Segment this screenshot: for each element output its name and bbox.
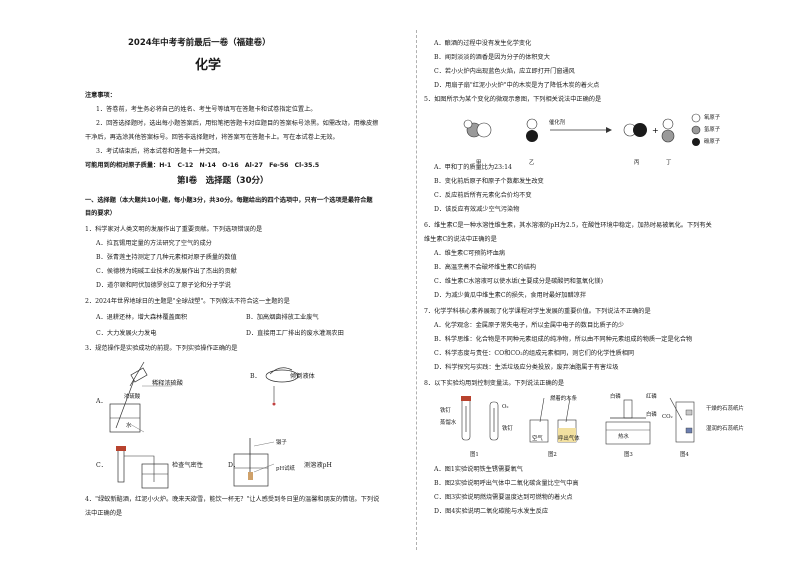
question-stem: 4．"绿蚁新醅酒，红泥小火炉。晚来天欲雪，能饮一杯无？"让人感受到冬日里的温馨和… — [85, 496, 380, 503]
option-b: B．加高烟囱排放工业废气 — [246, 314, 319, 321]
option-b-label: B． — [250, 373, 261, 380]
molecule-label: 甲 — [476, 160, 482, 166]
option-a: A．维生素C可预防坏血病 — [434, 250, 506, 257]
q3-figures — [109, 361, 299, 489]
question-stem: 2．2024年世界地球日的主题是"全球战塑"。下列做法不符合这一主题的是 — [85, 298, 290, 305]
figure-pour-liquid — [265, 367, 299, 406]
option-c-label: C． — [96, 462, 107, 469]
option-b: B．张青莲主持测定了几种元素相对原子质量的数值 — [96, 254, 237, 261]
option-a: A．酿酒的过程中没有发生化学变化 — [434, 40, 532, 47]
option-c: C．大力发展火力发电 — [96, 330, 157, 337]
legend-label: 碳原子 — [704, 139, 721, 145]
option-d: D．该反应有效减少空气污染物 — [434, 206, 520, 213]
caption-airtight: 检查气密性 — [172, 462, 203, 469]
option-b: B．图2实验说明呼出气体中二氧化碳含量比空气中高 — [434, 480, 579, 487]
question-stem: 6．维生素C是一种水溶性维生素，其水溶液的pH为2.5，在酸性环境中稳定，加热时… — [424, 222, 712, 229]
caption-ph: 测溶液pH — [304, 462, 332, 469]
subject-heading: 化学 — [195, 58, 222, 73]
option-c: C．科学态度与责任：CO和CO₂的组成元素相同，则它们的化学性质相同 — [434, 350, 635, 357]
fig-annotation: 干燥的石蕊纸片 — [706, 406, 744, 412]
option-a: A．退耕还林，增大森林覆盖面积 — [96, 314, 188, 321]
question-stem: 8．以下实验均用到控制变量法。下列说法正确的是 — [424, 380, 565, 387]
label-acid: 浓硫酸 — [124, 394, 141, 400]
column-divider — [416, 30, 417, 550]
fig-annotation: O₂ — [502, 404, 509, 410]
section-instruction: 目的要求） — [85, 210, 116, 217]
option-d: D．图4实验说明二氧化碳能与水发生反应 — [434, 508, 549, 515]
option-d: D．为减少黄瓜中维生素C的损失，食用时最好加醋凉拌 — [434, 292, 587, 299]
molecule-label: 丁 — [666, 160, 672, 166]
section-title: 第Ⅰ卷 选择题（30分） — [177, 176, 269, 186]
question-stem: 3．规范操作是实验成功的前提。下列实验操作正确的是 — [85, 345, 238, 352]
option-b: B．变化前后原子和原子个数都发生改变 — [434, 178, 544, 185]
option-c: C．维生素C水溶液可以使水垢(主要成分是碳酸钙和氢氧化镁) — [434, 278, 603, 285]
label-water: 水 — [126, 423, 132, 429]
fig-annotation: 白磷 — [646, 412, 657, 418]
figure-label: 图1 — [470, 452, 479, 458]
question-stem: 1．科学家对人类文明的发展作出了重要贡献。下列选项错误的是 — [85, 226, 263, 233]
option-d: D．道尔顿和阿伏加德罗创立了原子论和分子学说 — [96, 282, 231, 289]
figure-airtightness — [116, 446, 169, 489]
fig-annotation: 燃着的木条 — [550, 396, 577, 402]
notice-heading: 注意事项： — [85, 92, 116, 99]
fig-annotation: 铁钉 — [502, 426, 513, 432]
question-stem: 法中正确的是 — [85, 510, 123, 517]
notice-item: 2．回答选择题时，选出每小题答案后，用铅笔把答题卡对应题目的答案标号涂黑。如需改… — [96, 120, 379, 127]
option-d: D．直接用工厂排出的废水灌溉农田 — [246, 330, 344, 337]
atomic-masses: 可能用到的相对原子质量：H-1 C-12 N-14 O-16 Al-27 Fe-… — [85, 162, 320, 169]
question-stem: 7．化学学科核心素养展现了化学课程对学生发展的重要价值。下列说法不正确的是 — [424, 308, 651, 315]
option-b: B．闻到淡淡的酒香是因为分子的体积变大 — [434, 54, 550, 61]
label-ph-paper: pH试纸 — [276, 466, 295, 472]
fig-annotation: 呼出气体 — [558, 436, 580, 442]
molecule-label: 乙 — [529, 160, 535, 166]
fig-annotation: 白磷 — [610, 394, 621, 400]
fig-annotation: 铁钉 — [440, 408, 451, 414]
option-a: A．化学观念：金属原子常失电子，所以金属中电子的数目比质子的少 — [434, 322, 625, 329]
exam-title: 2024年中考考前最后一卷（福建卷） — [128, 38, 271, 48]
caption-dilute: 稀释浓硫酸 — [152, 380, 183, 387]
figure-label: 图3 — [624, 452, 633, 458]
option-c: C．侯德榜为纯碱工业技术的发展作出了杰出的贡献 — [96, 268, 237, 275]
option-a: A．拉瓦锡用定量的方法研究了空气的成分 — [96, 240, 212, 247]
fig-annotation: 蒸馏水 — [440, 420, 457, 426]
question-stem: 维生素C的说法中正确的是 — [424, 236, 497, 243]
label-tweezers: 镊子 — [276, 440, 287, 446]
figure-dilute-acid — [109, 361, 172, 433]
caption-pour: 倾倒液体 — [290, 373, 315, 380]
q5-reaction-diagram: + — [463, 113, 701, 146]
notice-item: 3．考试结束后，将本试卷和答题卡一并交回。 — [96, 148, 224, 155]
option-c: C．若小火炉内出现蓝色火焰，应立即打开门窗通风 — [434, 68, 575, 75]
option-b: B．科学思维：化合物是不同种元素组成的纯净物，所以由不同种元素组成的物质一定是化… — [434, 336, 693, 343]
legend-label: 氢原子 — [704, 127, 721, 133]
legend-label: 氧原子 — [704, 115, 721, 121]
option-a: A．图1实验说明铁生锈需要氧气 — [434, 466, 523, 473]
option-d: D．科学探究与实践：生活垃圾应分类投放，废弃油脂属于有害垃圾 — [434, 364, 619, 371]
section-instruction: 一、选择题（本大题共10小题，每小题3分，共30分。每题给出的四个选项中，只有一… — [85, 197, 373, 204]
fig-annotation: 热水 — [618, 434, 629, 440]
option-c: C．反应前后所有元素化合价均不变 — [434, 192, 532, 199]
fig-annotation: 红磷 — [646, 394, 657, 400]
notice-item: 1．答卷前，考生务必将自己的姓名、考生号等填写在答题卡和试卷指定位置上。 — [96, 106, 317, 113]
figure-measure-ph — [233, 438, 275, 487]
option-a-label: A． — [96, 398, 107, 405]
figure-label: 图2 — [548, 452, 557, 458]
molecule-label: 丙 — [634, 160, 640, 166]
option-d-label: D． — [228, 462, 240, 469]
catalyst-label: 催化剂 — [549, 120, 566, 126]
figure-label: 图4 — [680, 452, 689, 458]
option-a: A．甲和丁的质量比为23:14 — [434, 164, 512, 171]
q8-figures — [461, 396, 695, 445]
fig-annotation: 空气 — [532, 436, 543, 442]
fig-annotation: CO₂ — [662, 414, 673, 420]
fig-annotation: 湿润的石蕊纸片 — [706, 426, 744, 432]
question-stem: 5．如图所示为某个变化的微观示意图，下列相关说法中正确的是 — [424, 96, 602, 103]
option-c: C．图3实验说明燃烧需要温度达到可燃物的着火点 — [434, 494, 573, 501]
notice-item: 干净后，再选涂其他答案标号。回答非选择题时，将答案写在答题卡上。写在本试卷上无效… — [85, 134, 339, 141]
option-b: B．高温烹煮不会破坏维生素C的结构 — [434, 264, 537, 271]
option-d: D．用扇子扇"红泥小火炉"中的木炭是为了降低木炭的着火点 — [434, 82, 600, 89]
svg-text:+: + — [652, 126, 659, 135]
